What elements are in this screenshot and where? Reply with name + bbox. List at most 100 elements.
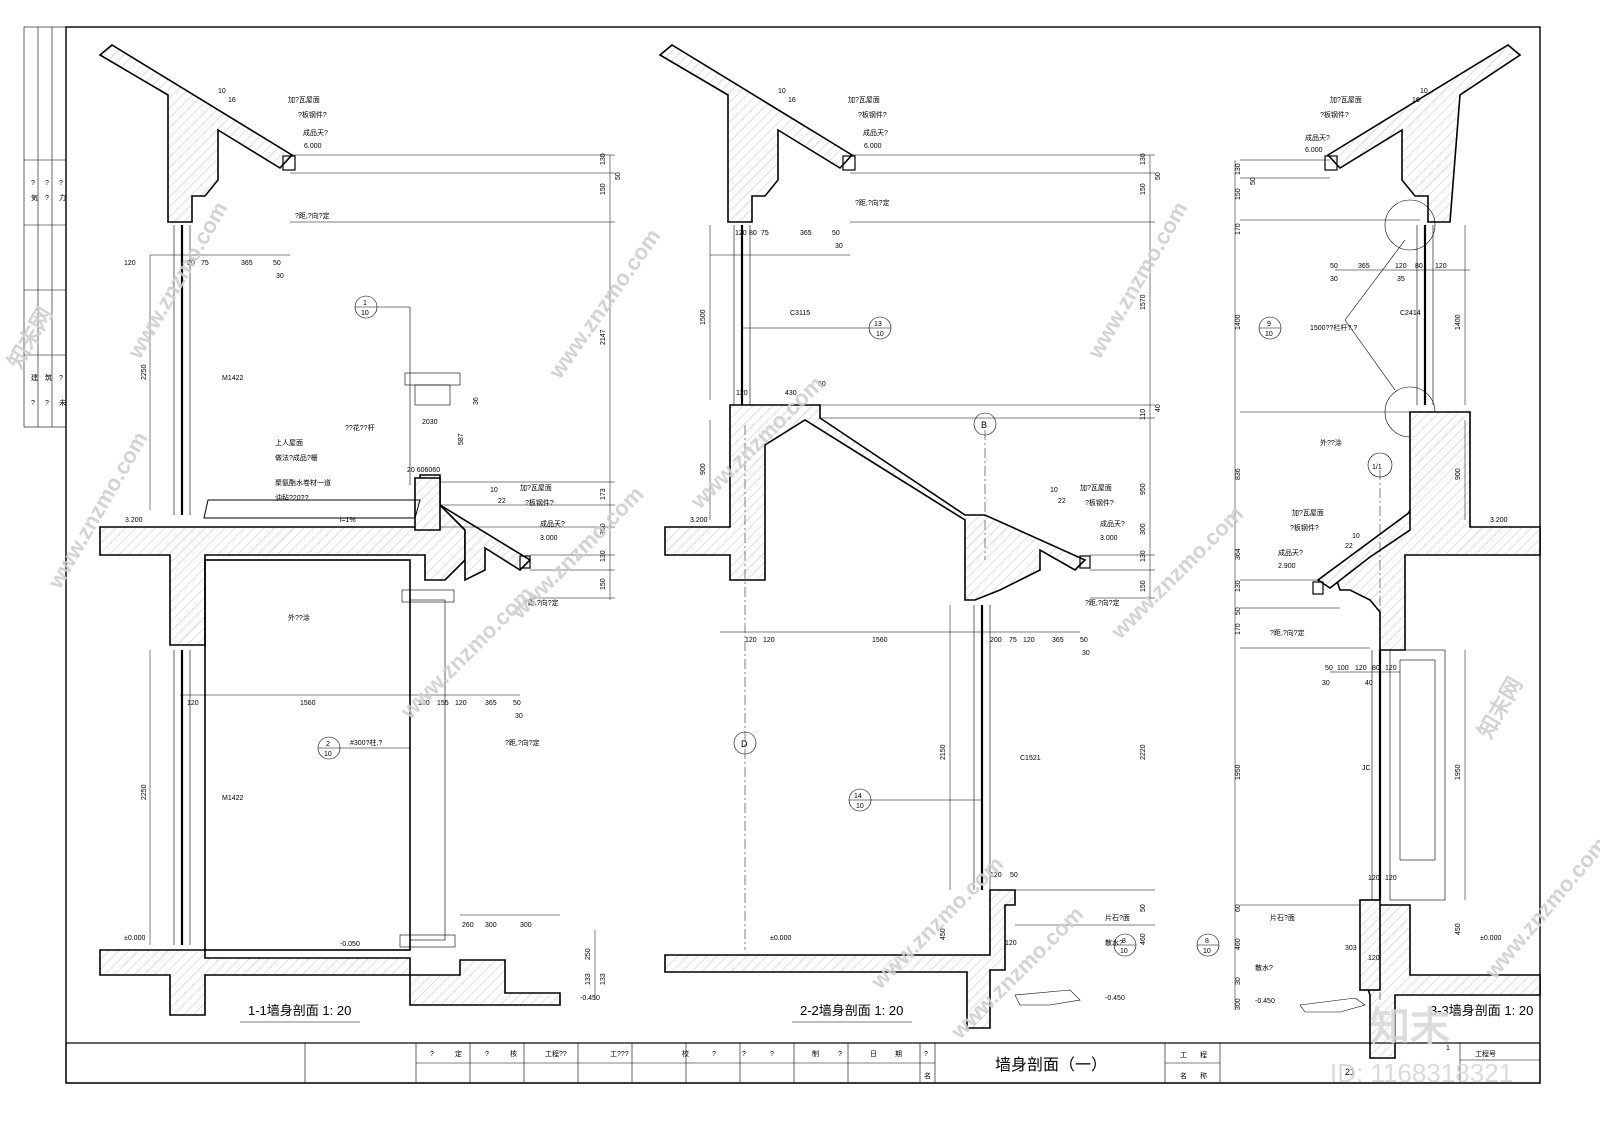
svg-text:工???: 工???	[610, 1051, 629, 1058]
dim-text: 150	[600, 183, 607, 195]
note-label: 加?瓦屋面	[1292, 508, 1324, 517]
dim-text: 30	[1082, 650, 1090, 657]
elevation-label: 6.000	[1305, 147, 1323, 154]
dim-text: 120	[124, 260, 136, 267]
section-2-2: 120 80 75 365 50 30 1500 900 1570 130 15…	[658, 44, 1162, 1029]
section-3-3: 130 150 50 170 1400 1400 836 900 364 130…	[1196, 44, 1541, 1059]
watermark-text: 知末网	[1473, 673, 1528, 743]
svg-text:1: 1	[363, 300, 367, 307]
svg-text:?: ?	[742, 1051, 746, 1058]
dim-text: 40	[1155, 404, 1162, 412]
svg-text:8: 8	[1122, 938, 1126, 945]
door-label: M1422	[222, 795, 244, 802]
ground-slab-2	[664, 889, 1016, 1029]
eave-3	[1316, 510, 1411, 589]
dim-text: 2250	[141, 364, 148, 380]
slope-label: 22	[1345, 543, 1353, 550]
dim-text: 1560	[300, 700, 316, 707]
note-label: 上人屋面	[275, 438, 303, 447]
dim-text: 460	[1235, 938, 1242, 950]
dim-text: 365	[1052, 637, 1064, 644]
strip-text: ?	[31, 180, 35, 187]
dim-text: 2150	[940, 744, 947, 760]
dim-text: 100	[1337, 665, 1349, 672]
svg-text:?: ?	[924, 1051, 928, 1058]
strip-text: ?	[45, 400, 49, 407]
note-label: 成品天?	[303, 128, 328, 137]
svg-text:核: 核	[510, 1049, 517, 1058]
dim-text: 950	[1140, 483, 1147, 495]
dim-text: 300	[520, 922, 532, 929]
dim-text: 120	[1395, 263, 1407, 270]
dim-text: 450	[1455, 923, 1462, 935]
svg-text:定: 定	[455, 1049, 462, 1058]
dim-text: 40	[1365, 680, 1373, 687]
floor-slab-3200	[99, 474, 466, 646]
note-label: 外??涂	[1320, 438, 1342, 447]
elevation-label: -0.050	[340, 941, 360, 948]
dim-text: 50	[513, 700, 521, 707]
note-label: 成品天?	[1100, 519, 1125, 528]
dim-text: 120	[418, 700, 430, 707]
dim-text: 250	[585, 948, 592, 960]
svg-text:工程??: 工程??	[545, 1049, 567, 1058]
note-label: 加?瓦屋面	[848, 95, 880, 104]
section-title-2-2: 2-2墙身剖面 1: 20	[800, 1003, 903, 1018]
svg-text:期: 期	[895, 1050, 902, 1058]
note-label: 加?瓦屋面	[288, 95, 320, 104]
dim-text: 36	[473, 397, 480, 405]
svg-text:B: B	[981, 420, 987, 430]
dim-text: 80	[749, 230, 757, 237]
dim-text: 50	[273, 260, 281, 267]
detail-ref-13: 13 10	[742, 316, 892, 340]
wall-mid-3	[1334, 411, 1541, 651]
slope-label: 22	[1058, 498, 1066, 505]
dim-text: 430	[785, 390, 797, 397]
elevation-label: 3.200	[1490, 517, 1508, 524]
dim-text: 1400	[1455, 314, 1462, 330]
watermark-text: www.znzmo.com	[543, 224, 665, 384]
svg-text:校: 校	[682, 1049, 689, 1058]
dim-text: 120	[1385, 665, 1397, 672]
dim-text: 30	[1322, 680, 1330, 687]
dim-text: 150	[1140, 580, 1147, 592]
elevation-label: -0.450	[1255, 998, 1275, 1005]
dim-text: 120	[1368, 875, 1380, 882]
elevation-label: 3.200	[690, 517, 708, 524]
dim-text: 133	[585, 973, 592, 985]
ground-slab	[99, 949, 561, 1016]
elevation-label: -0.450	[1105, 995, 1125, 1002]
dim-text: 50	[1250, 177, 1257, 185]
dim-text: 130	[600, 550, 607, 562]
elevation-label: ±0.000	[770, 935, 791, 942]
dim-text: 836	[1235, 468, 1242, 480]
dim-text: 50	[615, 172, 622, 180]
note-label: ?板钢件?	[858, 110, 887, 119]
dim-text: 50	[1155, 172, 1162, 180]
slope-label: 10	[1420, 88, 1428, 95]
svg-text:程: 程	[1200, 1050, 1207, 1059]
strip-text: ?	[59, 375, 63, 382]
dim-text: 50	[1080, 637, 1088, 644]
elevation-label: 6.000	[304, 143, 322, 150]
dim-text: 900	[700, 463, 707, 475]
dim-text: 900	[1455, 468, 1462, 480]
svg-text:10: 10	[1120, 948, 1128, 955]
dim-text: 1950	[1235, 764, 1242, 780]
svg-text:10: 10	[324, 751, 332, 758]
note-label: #300?柱,?	[350, 738, 382, 747]
section-1-1: 120 80 75 365 50 30 2250 2250 2147 130 1…	[98, 44, 622, 1023]
strip-text: ?	[45, 180, 49, 187]
section-title-1-1: 1-1墙身剖面 1: 20	[248, 1003, 351, 1018]
elevation-label: 3.200	[125, 517, 143, 524]
dim-text: 60	[1235, 904, 1242, 912]
axis-1-1: 1/1	[1367, 452, 1393, 478]
dim-text: 2250	[141, 784, 148, 800]
svg-text:1: 1	[1446, 1045, 1450, 1052]
svg-text:?: ?	[430, 1051, 434, 1058]
svg-text:1/1: 1/1	[1372, 464, 1382, 471]
dim-text: 155	[437, 700, 449, 707]
svg-text:2: 2	[326, 741, 330, 748]
note-label: 加?瓦屋面	[520, 483, 552, 492]
